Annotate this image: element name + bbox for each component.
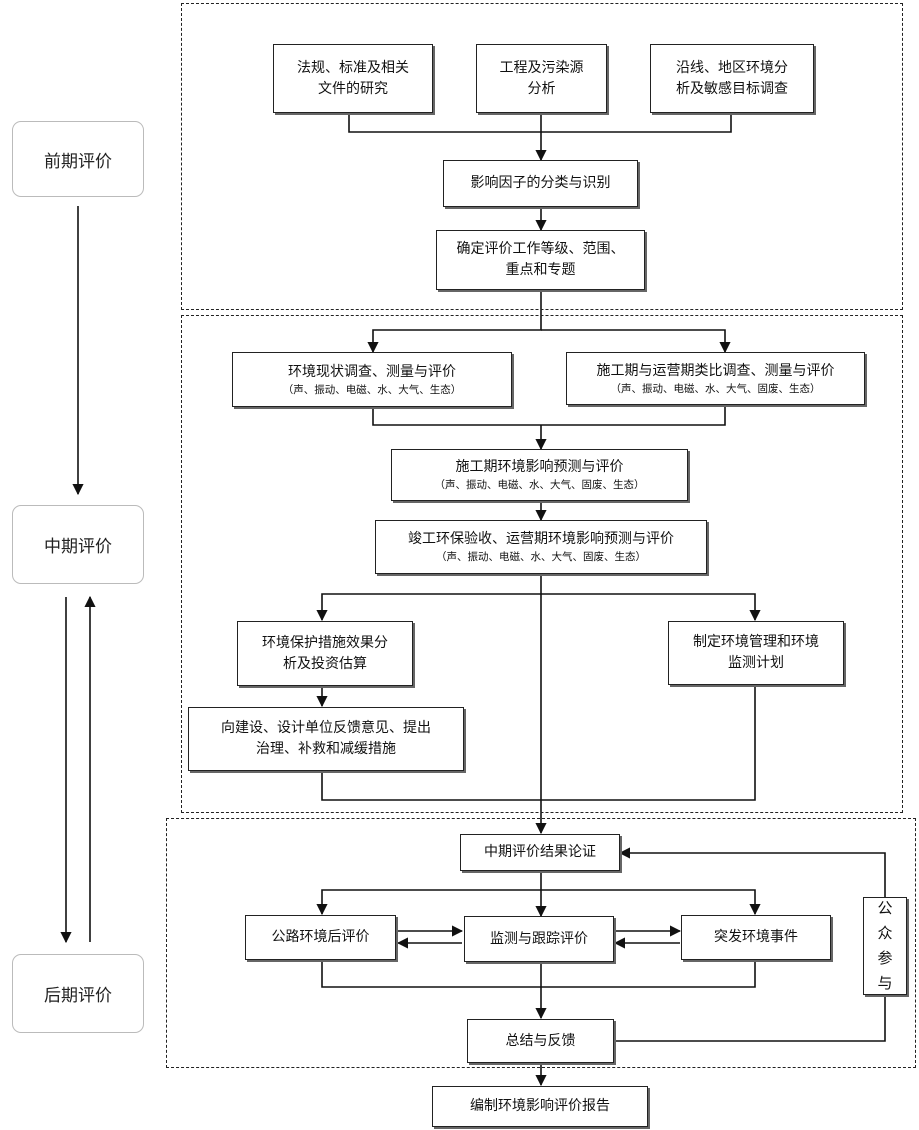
node-emergency: 突发环境事件 (681, 915, 831, 960)
node-mid-result: 中期评价结果论证 (460, 834, 620, 871)
node-route-line2: 析及敏感目标调查 (676, 80, 788, 97)
node-summary: 总结与反馈 (467, 1019, 614, 1063)
wire-regulations (348, 113, 541, 133)
node-completion-main: 竣工环保验收、运营期环境影响预测与评价 (408, 531, 674, 547)
node-pollution-line1: 工程及污染源 (499, 59, 584, 76)
wire-split-left (316, 593, 541, 622)
node-feedback-units-line1: 向建设、设计单位反馈意见、提出 (221, 720, 431, 736)
node-grade: 确定评价工作等级、范围、 重点和专题 (436, 230, 645, 290)
node-grade-line2: 重点和专题 (505, 262, 576, 278)
wire-analog-merge (541, 405, 726, 426)
node-summary-text: 总结与反馈 (505, 1032, 576, 1049)
node-analog-sub: （声、振动、电磁、水、大气、固废、生态） (610, 382, 821, 395)
node-completion: 竣工环保验收、运营期环境影响预测与评价 （声、振动、电磁、水、大气、固废、生态） (375, 520, 707, 574)
node-feedback-units: 向建设、设计单位反馈意见、提出 治理、补救和减缓措施 (188, 707, 464, 771)
region-early (181, 3, 903, 310)
node-analog: 施工期与运营期类比调查、测量与评价 （声、振动、电磁、水、大气、固废、生态） (566, 352, 865, 405)
wire-split-top-right (541, 329, 731, 354)
wire-feedback-join (321, 771, 541, 801)
wire-split-right (541, 593, 761, 622)
phase-middle: 中期评价 (12, 505, 144, 584)
wire-summary-public (614, 995, 886, 1042)
node-construction-sub: （声、振动、电磁、水、大气、固废、生态） (434, 479, 645, 491)
node-management-line2: 监测计划 (728, 655, 784, 671)
node-protection: 环境保护措施效果分 析及投资估算 (237, 621, 413, 686)
node-current-main: 环境现状调查、测量与评价 (288, 363, 456, 380)
node-protection-line2: 析及投资估算 (283, 655, 367, 672)
node-construction: 施工期环境影响预测与评价 （声、振动、电磁、水、大气、固废、生态） (391, 449, 688, 501)
wire-split-top (367, 312, 542, 354)
node-post-eval: 公路环境后评价 (245, 915, 396, 960)
node-public-char-3: 参 (877, 949, 893, 967)
region-middle (181, 315, 903, 813)
node-monitoring: 监测与跟踪评价 (464, 916, 614, 962)
wire-route (541, 113, 732, 133)
node-public-char-4: 与 (877, 974, 893, 992)
phase-late: 后期评价 (12, 954, 144, 1033)
wire-split-late-right (541, 889, 761, 916)
wire-emg-down (541, 960, 756, 988)
node-monitoring-text: 监测与跟踪评价 (490, 930, 588, 947)
node-factors-text: 影响因子的分类与识别 (470, 175, 611, 191)
node-pollution-line2: 分析 (527, 80, 556, 97)
node-current-sub: （声、振动、电磁、水、大气、生态） (282, 383, 462, 396)
wire-split-late-left (316, 889, 541, 916)
node-regulations-line1: 法规、标准及相关 (297, 59, 409, 76)
node-report: 编制环境影响评价报告 (432, 1086, 648, 1127)
node-analog-main: 施工期与运营期类比调查、测量与评价 (596, 362, 835, 379)
node-post-eval-text: 公路环境后评价 (271, 929, 370, 945)
node-feedback-units-line2: 治理、补救和减缓措施 (256, 741, 396, 757)
wire-management-join (541, 685, 756, 801)
wire-public-to-result (618, 847, 886, 897)
node-factors: 影响因子的分类与识别 (443, 160, 638, 207)
node-public-char-1: 公 (877, 899, 893, 917)
node-management: 制定环境管理和环境 监测计划 (668, 621, 844, 685)
node-grade-line1: 确定评价工作等级、范围、 (456, 241, 625, 257)
node-report-text: 编制环境影响评价报告 (470, 1098, 610, 1114)
node-current: 环境现状调查、测量与评价 （声、振动、电磁、水、大气、生态） (232, 352, 512, 407)
node-public-char-2: 众 (877, 924, 893, 942)
node-management-line1: 制定环境管理和环境 (693, 634, 819, 650)
node-regulations: 法规、标准及相关 文件的研究 (273, 44, 433, 113)
node-mid-result-text: 中期评价结果论证 (484, 844, 596, 860)
node-public: 公 众 参 与 (863, 897, 907, 995)
node-pollution: 工程及污染源 分析 (476, 44, 607, 113)
wire-post-down (321, 960, 541, 988)
node-completion-sub: （声、振动、电磁、水、大气、固废、生态） (436, 551, 646, 563)
region-late (166, 818, 916, 1068)
node-emergency-text: 突发环境事件 (714, 929, 798, 945)
node-route-line1: 沿线、地区环境分 (676, 59, 788, 76)
node-construction-main: 施工期环境影响预测与评价 (455, 459, 624, 475)
phase-early: 前期评价 (12, 121, 144, 197)
wire-current-merge (372, 407, 541, 426)
node-protection-line1: 环境保护措施效果分 (262, 634, 388, 651)
node-route: 沿线、地区环境分 析及敏感目标调查 (650, 44, 814, 113)
node-regulations-line2: 文件的研究 (318, 80, 388, 97)
